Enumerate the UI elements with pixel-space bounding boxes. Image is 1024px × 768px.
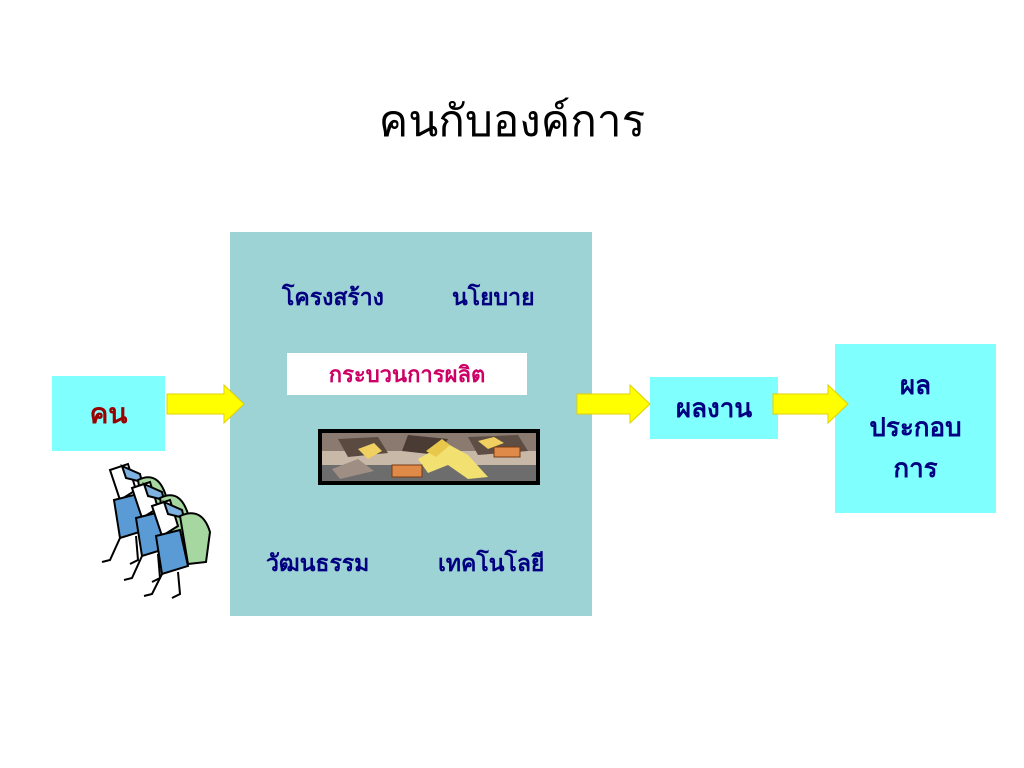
technology-label: เทคโนโลยี (438, 551, 545, 577)
business-result-box: ผล ประกอบ การ (835, 344, 996, 513)
organization-box (230, 232, 592, 616)
people-label: คน (89, 396, 128, 430)
result-line-3: การ (893, 454, 938, 485)
arrow-people-to-organization (166, 384, 245, 424)
production-process-box: กระบวนการผลิต (287, 353, 527, 395)
slide-title: คนกับองค์การ (378, 96, 646, 147)
culture-label: วัฒนธรรม (266, 551, 370, 577)
workers-icon (101, 462, 212, 599)
production-process-label: กระบวนการผลิต (328, 362, 486, 388)
factory-icon (318, 429, 540, 485)
performance-label: ผลงาน (675, 393, 753, 424)
arrow-performance-to-result (772, 384, 849, 424)
structure-label: โครงสร้าง (282, 285, 384, 311)
policy-label: นโยบาย (452, 285, 535, 311)
result-line-1: ผล (899, 371, 932, 402)
result-line-2: ประกอบ (869, 412, 962, 443)
people-box: คน (52, 376, 165, 451)
arrow-organization-to-performance (576, 384, 651, 424)
performance-box: ผลงาน (650, 377, 778, 439)
